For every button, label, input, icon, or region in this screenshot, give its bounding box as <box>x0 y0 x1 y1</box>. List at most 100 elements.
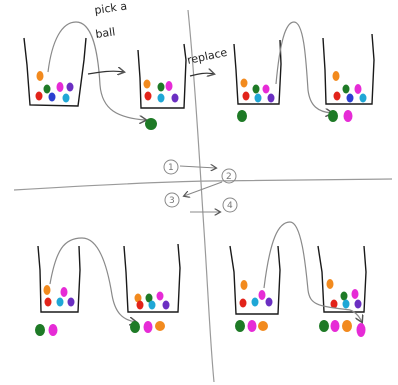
ball-cyan <box>62 93 70 103</box>
ball-purple <box>171 93 179 103</box>
ball-green <box>342 84 350 94</box>
step-3-circle <box>164 192 180 208</box>
ball-orange <box>240 280 248 290</box>
ball-green <box>145 293 153 303</box>
urn-7-balls <box>239 280 273 308</box>
quadrant-bottom-left <box>35 237 181 336</box>
ball-blue <box>48 92 56 102</box>
horizontal-divider <box>13 178 393 191</box>
urn-4 <box>322 33 375 105</box>
drawn-ball-magenta-2 <box>143 321 153 333</box>
step-4-circle <box>222 197 238 213</box>
ball-cyan <box>359 93 367 103</box>
urn-1-balls <box>35 71 74 103</box>
ball-red <box>144 91 152 101</box>
ball-orange <box>326 279 334 289</box>
ball-orange <box>143 79 151 89</box>
ball-purple <box>265 297 273 307</box>
urn-5 <box>37 245 81 313</box>
ball-red <box>242 91 250 101</box>
pick-label-line2: ball <box>95 25 116 41</box>
drawn-ball-green <box>35 324 45 336</box>
drawn-ball-magenta <box>247 320 257 332</box>
ball-purple <box>162 300 170 310</box>
urn-2 <box>137 43 187 109</box>
urn-4-balls <box>332 71 367 103</box>
ball-blue <box>346 93 354 103</box>
ball-orange <box>134 293 142 303</box>
drawn-ball-green-2 <box>319 320 329 332</box>
replace-label: replace <box>186 46 229 67</box>
drawn-ball-magenta-2 <box>330 320 340 332</box>
quadrant-bottom-right <box>229 221 367 337</box>
replace-arrow <box>189 73 214 76</box>
ball-red <box>330 299 338 309</box>
transition-arrow <box>87 71 124 74</box>
ball-green <box>157 82 165 92</box>
urn-7 <box>229 245 281 315</box>
ball-red <box>44 297 52 307</box>
ball-red <box>136 300 144 310</box>
drawn-ball-green-2 <box>130 321 140 333</box>
ball-cyan <box>56 297 64 307</box>
step-4-label: 4 <box>227 201 233 211</box>
ball-purple <box>267 93 275 103</box>
drawn-ball-magenta <box>343 110 353 122</box>
ball-cyan <box>157 93 165 103</box>
step-2-circle <box>221 168 237 184</box>
ball-green <box>340 291 348 301</box>
drawn-ball-orange-2 <box>342 320 352 332</box>
step-sequence: 1 2 3 4 <box>163 159 238 213</box>
ball-magenta <box>351 289 359 299</box>
ball-orange <box>36 71 44 81</box>
quadrant-top-right: replace <box>186 21 375 122</box>
urn-8-balls <box>326 279 362 309</box>
urn-6-balls <box>134 291 170 310</box>
step-3-label: 3 <box>169 196 175 206</box>
ball-green <box>43 84 51 94</box>
step-1-label: 1 <box>168 163 174 173</box>
urn-3 <box>233 39 282 105</box>
ball-cyan <box>254 93 262 103</box>
urn-1 <box>23 37 87 107</box>
drawn-ball-green <box>237 110 247 122</box>
ball-cyan <box>251 297 259 307</box>
vertical-divider <box>187 9 215 383</box>
drawn-ball-green-2 <box>328 110 338 122</box>
urn-3-balls <box>240 78 275 103</box>
ball-magenta <box>262 84 270 94</box>
picked-ball-green <box>145 118 157 130</box>
ball-cyan <box>148 300 156 310</box>
ball-purple <box>66 82 74 92</box>
ball-red <box>333 91 341 101</box>
pick-arrow <box>49 237 136 322</box>
step-2-label: 2 <box>226 172 232 182</box>
step-arrow-2-3 <box>184 181 223 196</box>
ball-red <box>239 298 247 308</box>
drawn-ball-green <box>235 320 245 332</box>
urn-6 <box>123 243 181 313</box>
pick-arrow <box>263 221 362 322</box>
urn-5-balls <box>43 285 75 307</box>
step-1-circle <box>163 159 179 175</box>
ball-magenta <box>56 82 64 92</box>
ball-magenta <box>258 290 266 300</box>
ball-orange <box>240 78 248 88</box>
drawn-ball-orange <box>258 321 268 331</box>
step-arrow-1-2 <box>179 166 216 168</box>
pick-arrow <box>47 21 146 120</box>
quadrant-top-left: pick a ball <box>23 0 187 130</box>
ball-red <box>35 91 43 101</box>
urn-2-balls <box>143 79 179 103</box>
urn-8 <box>317 245 367 313</box>
ball-orange <box>332 71 340 81</box>
ball-purple <box>354 299 362 309</box>
drawn-ball-magenta <box>48 324 58 336</box>
pick-label-line1: pick a <box>94 0 128 17</box>
ball-magenta <box>165 81 173 91</box>
pick-arrow <box>275 21 332 113</box>
ball-purple <box>67 297 75 307</box>
ball-magenta <box>60 287 68 297</box>
ball-cyan <box>342 299 350 309</box>
